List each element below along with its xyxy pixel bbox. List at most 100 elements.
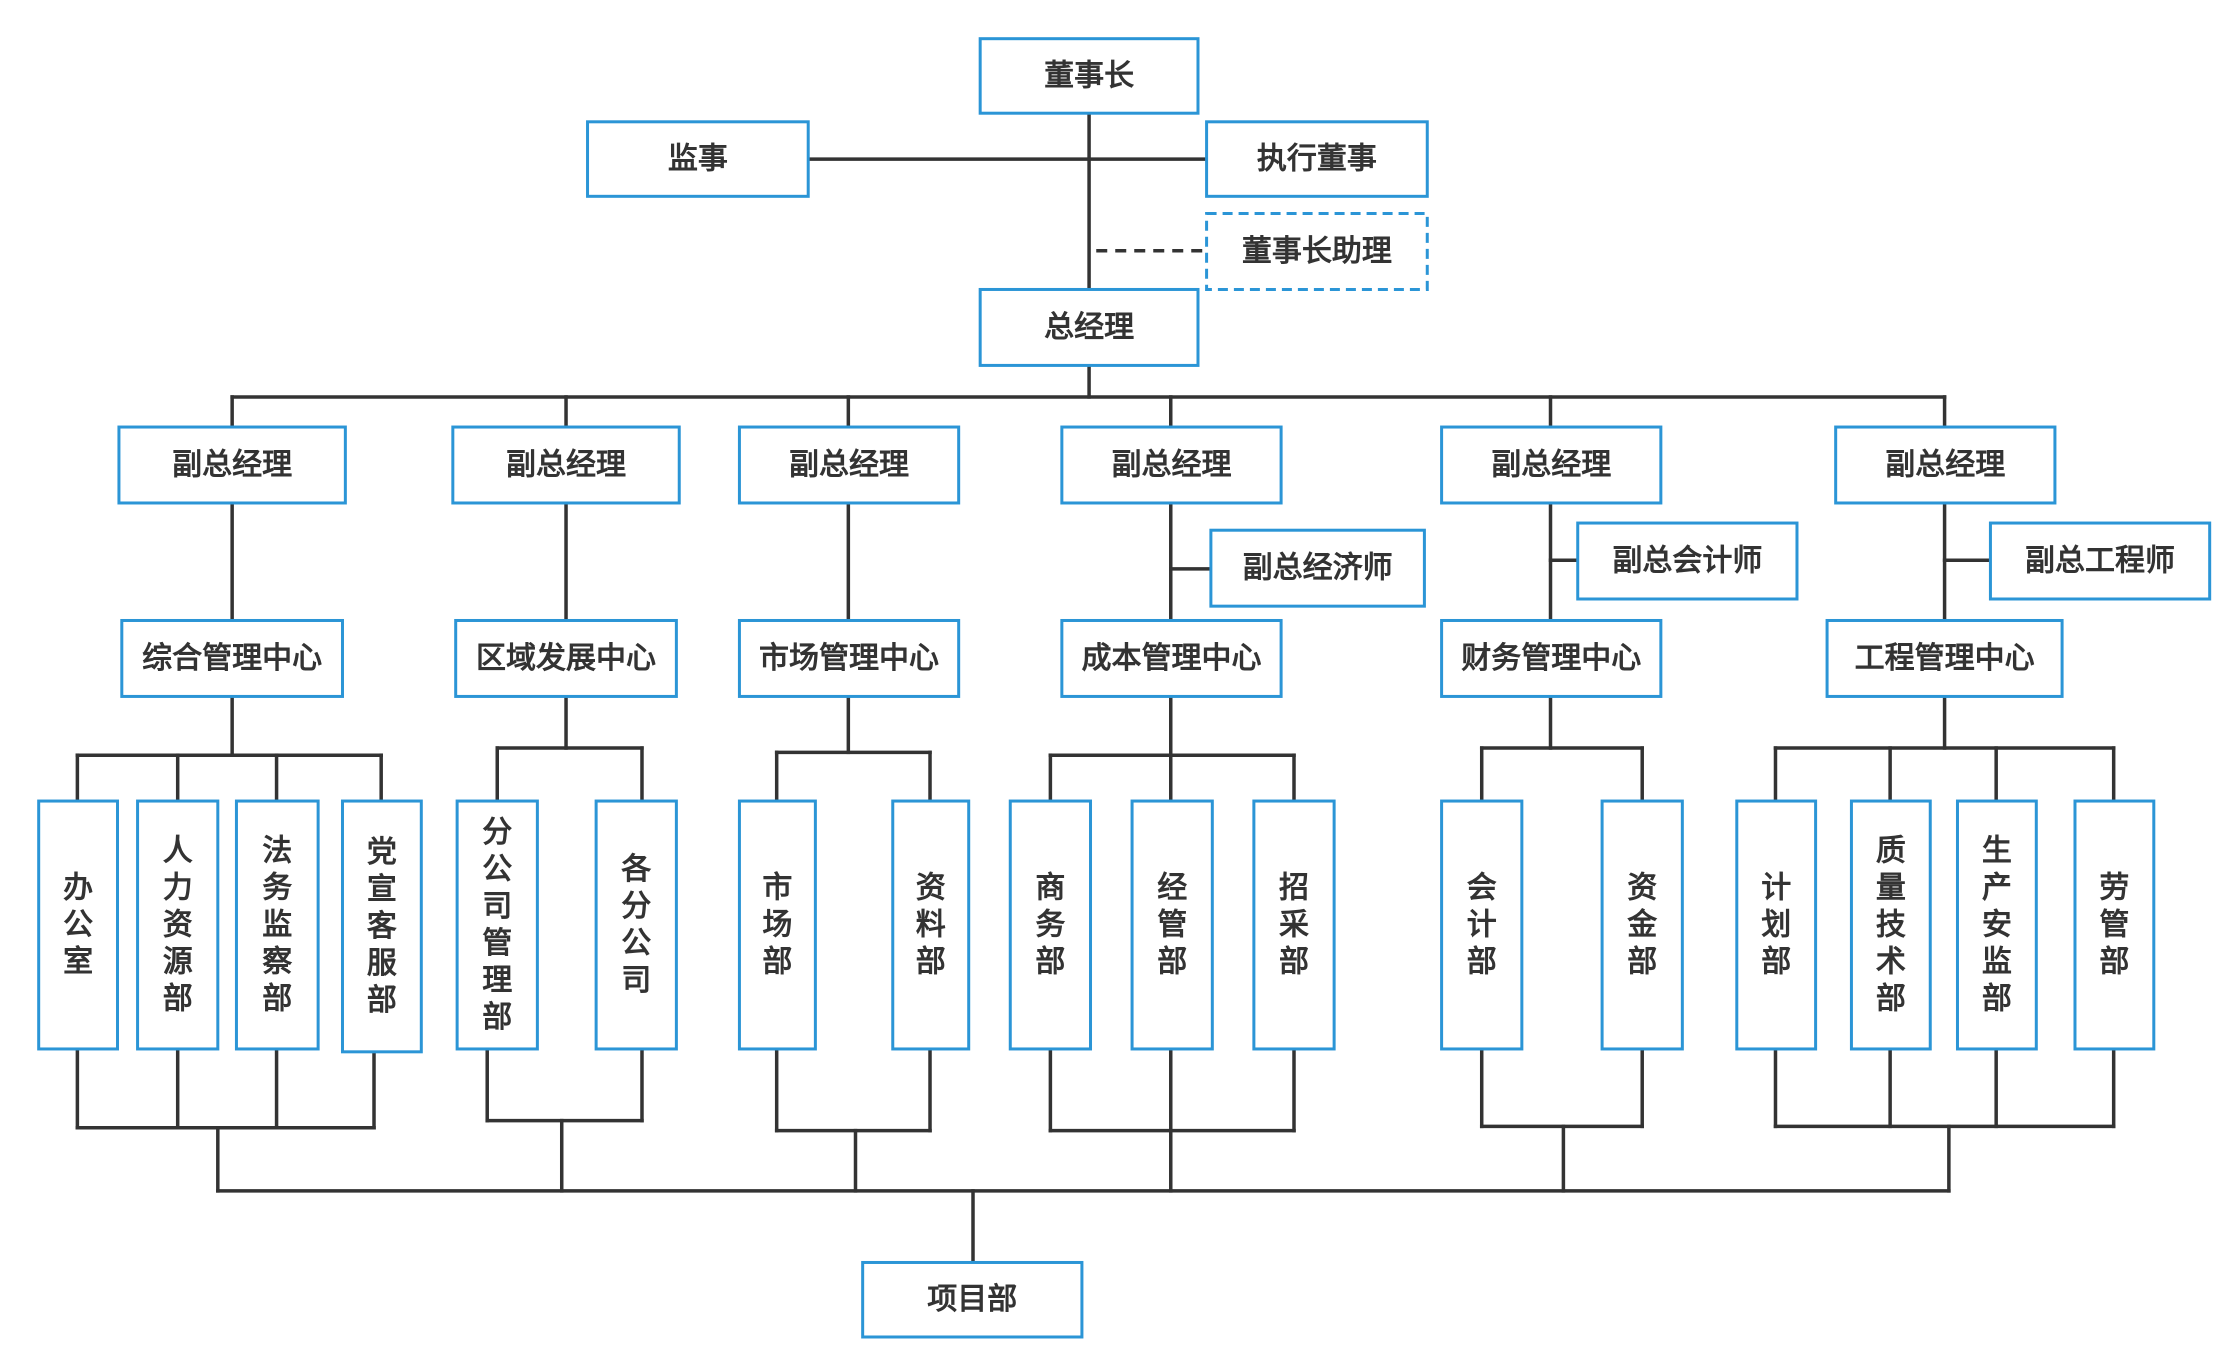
node-label: 成本管理中心 [1081, 641, 1261, 676]
node-box [136, 799, 220, 1051]
node-box [737, 799, 817, 1051]
node-dept-safety: 生产安监部 [1955, 799, 2038, 1051]
node-supervisor: 监事 [586, 120, 810, 198]
node-label: 办公室 [63, 871, 93, 980]
node-box [594, 799, 678, 1051]
node-label: 副总经理 [789, 448, 909, 483]
node-label: 法务监察部 [262, 834, 293, 1017]
node-label: 各分公司 [620, 852, 652, 998]
node-center-finance-mgmt: 财务管理中心 [1440, 618, 1663, 698]
node-label: 资料部 [916, 871, 946, 980]
node-center-general-mgmt: 综合管理中心 [120, 618, 344, 698]
node-label: 总经理 [1044, 310, 1134, 345]
node-box [234, 799, 320, 1051]
node-box [1988, 521, 2212, 601]
node-dept-operations: 经管部 [1130, 799, 1214, 1051]
connectors [75, 111, 2116, 1265]
node-box [1440, 425, 1663, 505]
node-dept-legal: 法务监察部 [234, 799, 320, 1051]
node-chairman: 董事长 [978, 37, 1200, 115]
node-box [891, 799, 971, 1051]
node-dept-procurement: 招采部 [1252, 799, 1336, 1051]
node-label: 分公司管理部 [482, 815, 512, 1035]
node-box [586, 120, 810, 198]
node-label: 副总工程师 [2025, 544, 2175, 579]
node-deputy-chief-engineer: 副总工程师 [1988, 521, 2212, 601]
node-label: 区域发展中心 [476, 641, 656, 676]
node-box [455, 799, 539, 1051]
node-box [861, 1260, 1084, 1339]
node-box [737, 618, 961, 698]
node-center-market-mgmt: 市场管理中心 [737, 618, 961, 698]
node-label: 经管部 [1157, 871, 1187, 980]
node-label: 计划部 [1761, 871, 1791, 980]
node-label: 质量技术部 [1876, 834, 1906, 1017]
node-label: 项目部 [927, 1282, 1017, 1317]
node-dept-planning: 计划部 [1735, 799, 1818, 1051]
node-label: 劳管部 [2099, 871, 2129, 980]
node-dept-market: 市场部 [737, 799, 817, 1051]
node-label: 人力资源部 [163, 834, 193, 1017]
node-general-manager: 总经理 [978, 287, 1200, 367]
node-center-cost-mgmt: 成本管理中心 [1060, 618, 1283, 698]
node-box [1955, 799, 2038, 1051]
node-box [978, 37, 1200, 115]
node-box [1205, 120, 1429, 198]
node-label: 执行董事 [1257, 142, 1377, 177]
node-vgm4: 副总经理 [1060, 425, 1283, 505]
node-box [978, 287, 1200, 367]
node-box [451, 425, 681, 505]
node-dept-accounting: 会计部 [1440, 799, 1524, 1051]
node-label: 董事长助理 [1242, 234, 1392, 269]
node-box [1600, 799, 1684, 1051]
node-box [340, 799, 423, 1054]
node-label: 综合管理中心 [142, 641, 322, 676]
node-dept-quality: 质量技术部 [1849, 799, 1932, 1051]
node-box [1849, 799, 1932, 1051]
node-label: 商务部 [1035, 871, 1065, 980]
node-label: 招采部 [1279, 871, 1309, 980]
node-label: 副总经理 [1491, 448, 1611, 483]
node-box [1252, 799, 1336, 1051]
node-box [1060, 618, 1283, 698]
node-vgm3: 副总经理 [737, 425, 961, 505]
node-label: 党宣客服部 [367, 835, 398, 1018]
node-dept-branches: 各分公司 [594, 799, 678, 1051]
node-deputy-chief-accountant: 副总会计师 [1576, 521, 1799, 601]
node-label: 副总经理 [1885, 448, 2005, 483]
node-dept-party: 党宣客服部 [340, 799, 423, 1054]
node-label: 副总会计师 [1612, 544, 1762, 579]
node-box [120, 618, 344, 698]
node-dept-labor: 劳管部 [2073, 799, 2156, 1051]
node-box [454, 618, 678, 698]
node-dept-office: 办公室 [37, 799, 120, 1051]
node-label: 董事长 [1044, 58, 1134, 93]
node-dept-funds: 资金部 [1600, 799, 1684, 1051]
node-label: 副总经理 [1111, 448, 1231, 483]
node-box [1735, 799, 1818, 1051]
node-dept-business: 商务部 [1008, 799, 1093, 1051]
node-label: 市场管理中心 [759, 641, 939, 676]
node-box [1060, 425, 1283, 505]
node-label: 会计部 [1467, 871, 1497, 980]
node-vgm5: 副总经理 [1440, 425, 1663, 505]
node-box [1576, 521, 1799, 601]
node-dept-branch-mgmt: 分公司管理部 [455, 799, 539, 1051]
node-box [1209, 528, 1426, 608]
node-label: 副总经理 [172, 448, 292, 483]
node-box [737, 425, 961, 505]
node-box [1130, 799, 1214, 1051]
node-label: 工程管理中心 [1855, 641, 2035, 676]
node-box [1440, 618, 1663, 698]
node-label: 资金部 [1626, 871, 1658, 980]
node-label: 生产安监部 [1982, 834, 2012, 1017]
node-project-dept: 项目部 [861, 1260, 1084, 1339]
node-label: 副总经理 [506, 448, 626, 483]
node-box [37, 799, 120, 1051]
node-box [2073, 799, 2156, 1051]
node-chairman-assistant: 董事长助理 [1205, 212, 1429, 291]
node-box [1440, 799, 1524, 1051]
node-vgm2: 副总经理 [451, 425, 681, 505]
node-label: 监事 [668, 142, 728, 177]
